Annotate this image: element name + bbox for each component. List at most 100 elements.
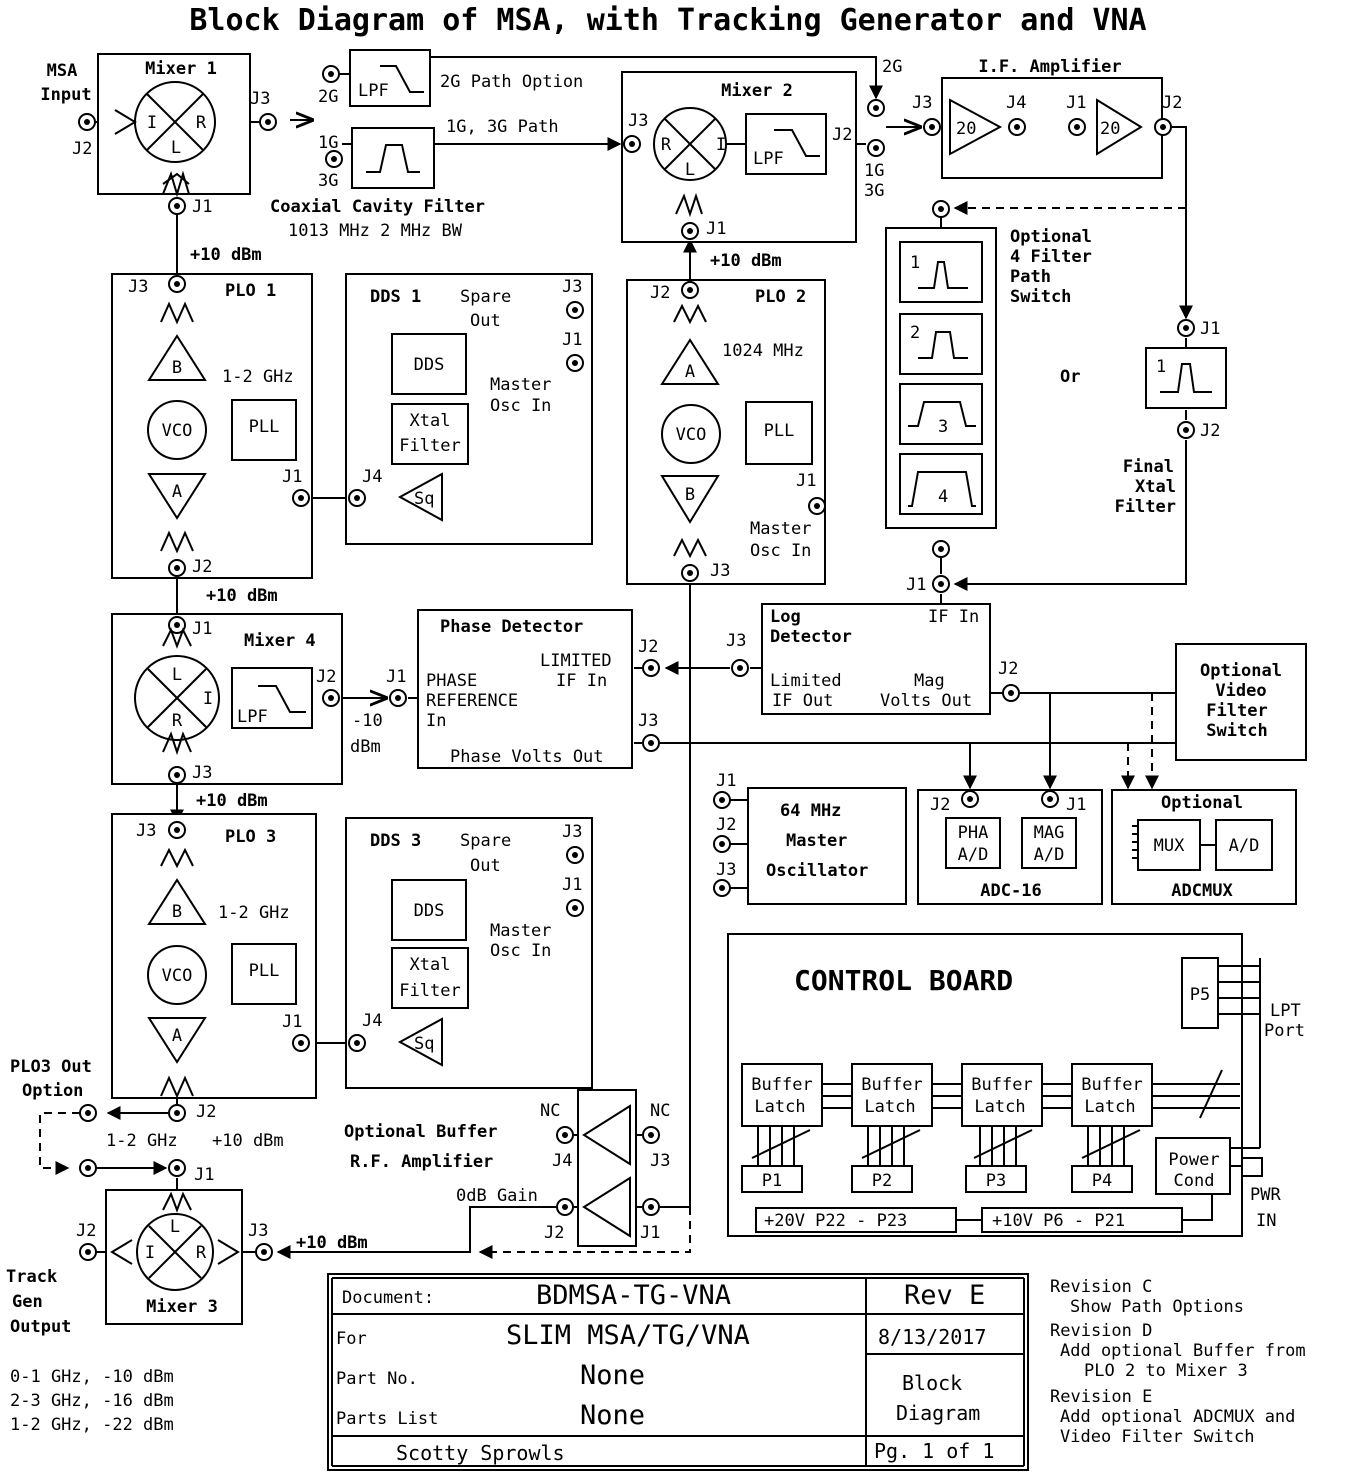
mixer4-title: Mixer 4 — [244, 631, 316, 651]
plo1-level-bottom: +10 dBm — [206, 586, 278, 606]
phase-det-title: Phase Detector — [440, 617, 583, 637]
adcmux-mux: MUX — [1154, 836, 1185, 856]
2g-path-option-label: 2G Path Option — [440, 72, 583, 92]
control-board-title: CONTROL BOARD — [794, 964, 1013, 997]
log-det-j2: J2 — [998, 659, 1018, 679]
plo3-out-level: +10 dBm — [212, 1131, 284, 1151]
mixer4-if-level-unit: dBm — [350, 737, 381, 757]
buffer-amp-j3: J3 — [650, 1151, 670, 1171]
master-osc-label-1: 64 MHz — [780, 801, 841, 821]
adcmux: Optional MUX A/D ADCMUX — [1111, 789, 1297, 905]
plo2-j3: J3 — [710, 561, 730, 581]
filter-switch-label-1: Optional — [1010, 227, 1092, 247]
mixer1-title: Mixer 1 — [145, 59, 217, 79]
plo1-amp-a: A — [172, 482, 182, 502]
log-det-j3: J3 — [726, 631, 746, 651]
mixer2-out-3g: 3G — [864, 181, 884, 201]
phase-det-j1: J1 — [386, 667, 406, 687]
if-amp-j2: J2 — [1162, 93, 1182, 113]
plo3-freq: 1-2 GHz — [218, 903, 290, 923]
mixer4-port-r: R — [172, 711, 183, 731]
plo3-out-label-2: Option — [22, 1081, 83, 1101]
mixer3-port-i: I — [145, 1243, 155, 1263]
plo2-j2: J2 — [650, 283, 670, 303]
plo1-j3: J3 — [128, 277, 148, 297]
p1-label: P1 — [762, 1171, 782, 1191]
buffer-amp-j2: J2 — [544, 1223, 564, 1243]
mixer2-title: Mixer 2 — [721, 81, 793, 101]
plo3-out-freq: 1-2 GHz — [106, 1131, 178, 1151]
buffer-amp-gain: 0dB Gain — [456, 1186, 538, 1206]
dds3-sq: Sq — [414, 1034, 434, 1054]
lpt-label-2: Port — [1264, 1021, 1305, 1041]
plo1-j2: J2 — [192, 557, 212, 577]
adc16-pha: PHA — [958, 823, 989, 843]
mixer3-title: Mixer 3 — [146, 1297, 218, 1317]
if-amp-j4: J4 — [1006, 93, 1026, 113]
if-amp-gain-2: 20 — [1100, 119, 1120, 139]
mixer2-out-1g: 1G — [864, 161, 884, 181]
filter-2-num: 2 — [910, 323, 920, 343]
mixer-1: Mixer 1 I R L MSA Input J2 J3 J1 — [40, 53, 277, 217]
dds1-dds: DDS — [414, 355, 445, 375]
phase-det-lim-1: LIMITED — [540, 651, 612, 671]
mixer-2: Mixer 2 J3 R I L LPF J2 J1 2G 1G 3G +10 … — [621, 57, 902, 271]
mixer4-lo-level: +10 dBm — [196, 791, 268, 811]
plo-1: PLO 1 +10 dBm J3 B 1-2 GHz VCO PLL A J2 … — [111, 245, 313, 606]
log-det-lim-1: Limited — [770, 671, 842, 691]
rail-10v-label: +10V P6 - P21 — [992, 1211, 1125, 1231]
plo1-level-top: +10 dBm — [190, 245, 262, 265]
dds3-xtal-filter: Filter — [399, 981, 460, 1001]
dds3-master-osc-in: Osc In — [490, 941, 551, 961]
mixer2-port-r: R — [661, 135, 672, 155]
lpf-2g-label: LPF — [358, 81, 389, 101]
plo1-amp-b: B — [172, 358, 182, 378]
phase-det-j3: J3 — [638, 711, 658, 731]
if-amp-title: I.F. Amplifier — [978, 57, 1121, 77]
video-filter-label-4: Switch — [1206, 721, 1267, 741]
final-xtal-label-3: Filter — [1115, 497, 1176, 517]
dds3-title: DDS 3 — [370, 831, 421, 851]
video-filter-label-1: Optional — [1200, 661, 1282, 681]
for-label: For — [336, 1329, 367, 1349]
dds1-master-osc-in: Osc In — [490, 396, 551, 416]
track-gen-label-1: Track — [6, 1267, 57, 1287]
if-amp-j3: J3 — [912, 93, 932, 113]
plo2-j1: J1 — [796, 471, 816, 491]
plo2-amp-b: B — [685, 485, 695, 505]
lpf-2g-path: 2G LPF 2G Path Option — [318, 49, 583, 107]
mixer1-port-r: R — [196, 113, 207, 133]
tg-level-3: 1-2 GHz, -22 dBm — [10, 1415, 174, 1435]
mixer-3: J1 L I R Mixer 3 J2 J3 +10 dBm Track Gen… — [6, 1159, 368, 1337]
plo3-vco: VCO — [162, 966, 193, 986]
cavity-filter-spec: 1013 MHz 2 MHz BW — [288, 221, 463, 241]
plo-2: PLO 2 J2 A 1024 MHz VCO PLL B J1 Master … — [626, 279, 826, 585]
for-value: SLIM MSA/TG/VNA — [506, 1320, 750, 1351]
final-xtal-filter: J1 1 J2 Final Xtal Filter — [1115, 319, 1227, 517]
diagram-title: Block Diagram of MSA, with Tracking Gene… — [189, 3, 1146, 38]
buffer-latch-2-sub: Latch — [864, 1097, 915, 1117]
document-label: Document: — [342, 1288, 434, 1308]
master-osc-j1: J1 — [716, 771, 736, 791]
master-oscillator: J1 J2 J3 64 MHz Master Oscillator — [713, 771, 907, 905]
plo1-j1: J1 — [282, 467, 302, 487]
log-det-mag-1: Mag — [914, 671, 945, 691]
master-osc-label-3: Oscillator — [766, 861, 868, 881]
filter-4-num: 4 — [938, 487, 948, 507]
final-xtal-num: 1 — [1156, 357, 1166, 377]
plo3-pll: PLL — [249, 961, 280, 981]
dds1-master: Master — [490, 375, 551, 395]
dds1-sq: Sq — [414, 489, 434, 509]
phase-det-lim-2: IF In — [556, 671, 607, 691]
p3-label: P3 — [986, 1171, 1006, 1191]
mixer2-j3: J3 — [628, 111, 648, 131]
buffer-latch-1-label: Buffer — [751, 1075, 812, 1095]
mixer2-j2: J2 — [832, 125, 852, 145]
phase-det-j2: J2 — [638, 637, 658, 657]
mixer4-if-level: -10 — [352, 711, 383, 731]
buffer-amp-label-2: R.F. Amplifier — [350, 1152, 493, 1172]
mixer2-lpf-label: LPF — [753, 149, 784, 169]
adc-16: J2 J1 PHA A/D MAG A/D ADC-16 — [917, 789, 1103, 905]
revision-d-line-1: Add optional Buffer from — [1060, 1341, 1306, 1361]
